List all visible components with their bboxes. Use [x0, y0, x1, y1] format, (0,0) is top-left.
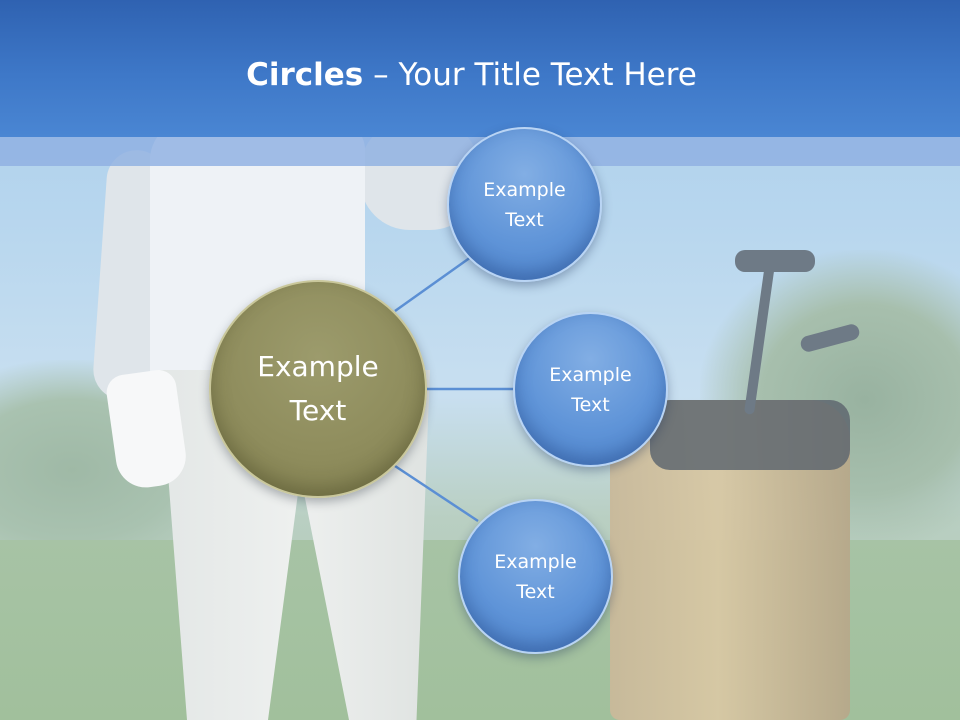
circle-item-2-line1: Example	[549, 363, 632, 386]
circle-item-2-line2: Text	[571, 393, 610, 416]
main-circle-line1: Example	[257, 350, 379, 383]
circle-item-3-line1: Example	[494, 550, 577, 573]
circle-item-1[interactable]: Example Text	[447, 127, 602, 282]
circle-item-2[interactable]: Example Text	[513, 312, 668, 467]
circle-item-1-line1: Example	[483, 178, 566, 201]
connector-line-bottom	[394, 464, 479, 523]
golf-club	[735, 250, 815, 272]
title-bar	[0, 0, 960, 137]
circle-item-3[interactable]: Example Text	[458, 499, 613, 654]
main-circle-line2: Text	[289, 394, 347, 427]
connector-line-top	[394, 255, 472, 313]
slide-title-rest: – Your Title Text Here	[363, 57, 697, 93]
circle-item-1-line2: Text	[505, 208, 544, 231]
slide-title-bold: Circles	[246, 57, 364, 93]
circle-item-3-line2: Text	[516, 580, 555, 603]
slide-title[interactable]: Circles – Your Title Text Here	[0, 55, 943, 95]
main-circle[interactable]: Example Text	[209, 280, 427, 498]
